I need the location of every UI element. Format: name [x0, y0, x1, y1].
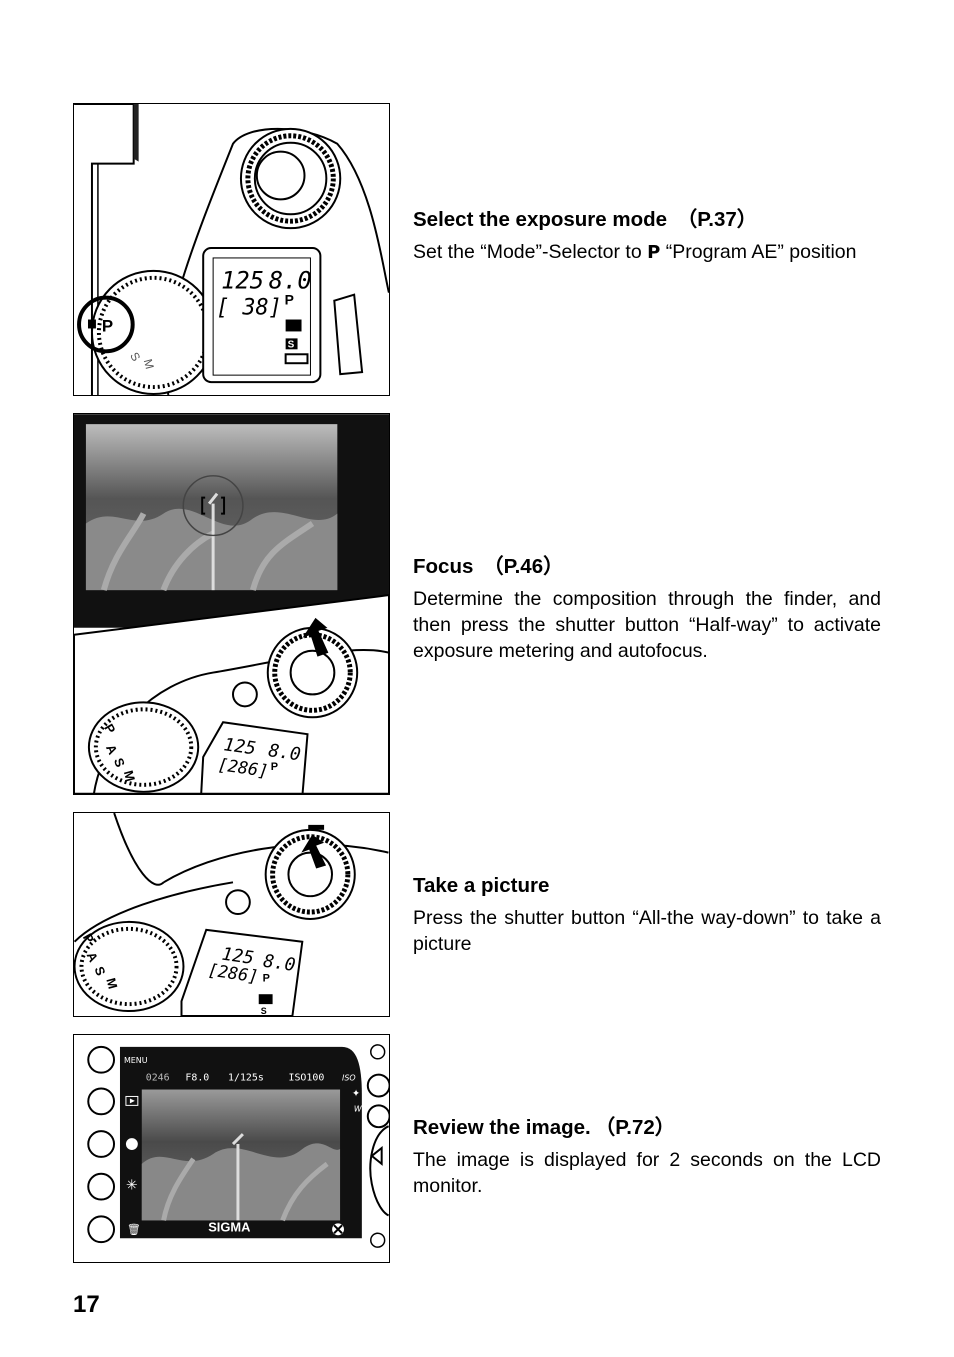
dial-label-m: M	[103, 976, 120, 990]
step-title: Select the exposure mode （P.37）	[413, 208, 758, 231]
step-select-mode: Select the exposure mode （P.37） Set the …	[413, 207, 881, 266]
program-mode-glyph: P	[647, 242, 661, 263]
dial-label-m: M	[141, 357, 157, 370]
info-icon	[125, 1138, 138, 1150]
dial-label-m: M	[121, 769, 138, 783]
lcd-shutter-text: 125	[221, 267, 264, 295]
figure-shutter: 125 8.0 [286] P S P A S M	[73, 812, 390, 1017]
lcd-shutter-text: 125	[222, 734, 257, 759]
lcd-mode-text: P	[263, 972, 270, 984]
figure-mode-dial: 125 8.0 [ 38] P S P S M	[73, 103, 390, 396]
step-review: Review the image.（P.72） The image is dis…	[413, 1115, 881, 1199]
mode-selector-highlight	[77, 295, 135, 354]
menu-label: MENU	[124, 1056, 148, 1065]
viewfinder-and-half-press-illustration: 125 8.0 [286] P P A S M	[74, 414, 389, 794]
exposure-comp-icon: ✦	[352, 1088, 360, 1099]
focus-bracket	[201, 496, 226, 515]
page-reference: （P.37）	[676, 208, 758, 231]
lcd-mode-text: P	[271, 761, 278, 773]
step-focus: Focus （P.46） Determine the composition t…	[413, 554, 881, 664]
lcd-aperture-text: 8.0	[269, 267, 312, 295]
lcd-drive-text: S	[288, 339, 295, 350]
figure-review: MENU 0246 F8.0 1/125s ISO100 ✳ 🗑 SIGMA I…	[73, 1034, 390, 1263]
lcd-monitor-illustration: MENU 0246 F8.0 1/125s ISO100 ✳ 🗑 SIGMA I…	[87, 1044, 389, 1248]
aperture-text: F8.0	[185, 1073, 209, 1084]
play-button	[87, 1087, 116, 1116]
arrow-left-icon	[370, 1145, 383, 1166]
dial-label-p: P	[102, 316, 113, 335]
play-icon	[125, 1095, 139, 1106]
press-arrow-icon	[302, 617, 329, 657]
step-title: Review the image.（P.72）	[413, 1116, 676, 1139]
page-reference: （P.72）	[594, 1116, 676, 1139]
light-icon: ✳	[126, 1178, 138, 1194]
iso-text: ISO100	[288, 1073, 324, 1084]
trash-icon: 🗑	[127, 1223, 141, 1236]
lcd-drive-icon	[285, 319, 302, 332]
lcd-drive-text: S	[261, 1006, 267, 1016]
lcd-shutter-text: 125	[220, 944, 255, 969]
step-title: Take a picture	[413, 874, 550, 897]
lcd-frames-text: [ 38]	[216, 296, 282, 321]
step-title: Focus （P.46）	[413, 555, 564, 578]
camera-top-illustration: 125 8.0 [ 38] P S P S M	[74, 104, 389, 395]
info-button	[87, 1130, 116, 1158]
step-body: The image is displayed for 2 seconds on …	[413, 1149, 881, 1197]
step-body: Press the shutter button “All-the way-do…	[413, 907, 881, 955]
lcd-aperture-text: 8.0	[267, 740, 302, 765]
page-reference: （P.46）	[483, 555, 564, 578]
wb-button-label: WB	[354, 1104, 367, 1113]
iso-button-label: ISO	[342, 1074, 356, 1083]
focus-circle	[182, 475, 244, 537]
brand-logo: SIGMA	[208, 1219, 250, 1234]
step-body: Determine the composition through the fi…	[413, 588, 881, 662]
full-press-illustration: 125 8.0 [286] P S P A S M	[74, 813, 389, 1016]
lcd-battery-icon	[284, 353, 309, 365]
page-number: 17	[73, 1291, 100, 1318]
lcd-drive-icon	[258, 994, 273, 1005]
light-button	[87, 1172, 116, 1201]
shutter-speed-text: 1/125s	[228, 1073, 264, 1084]
lcd-aperture-text: 8.0	[262, 951, 297, 976]
step-body: Set the “Mode”-Selector to P “Program AE…	[413, 241, 857, 263]
frame-number-text: 0246	[146, 1073, 170, 1084]
press-arrow-icon	[301, 834, 327, 869]
step-take-picture: Take a picture Press the shutter button …	[413, 873, 881, 957]
lcd-mode-text: P	[285, 292, 294, 308]
delete-button	[87, 1215, 116, 1244]
full-press-indicator	[308, 824, 325, 830]
menu-button	[87, 1045, 116, 1074]
figure-focus: 125 8.0 [286] P P A S M	[73, 413, 390, 795]
